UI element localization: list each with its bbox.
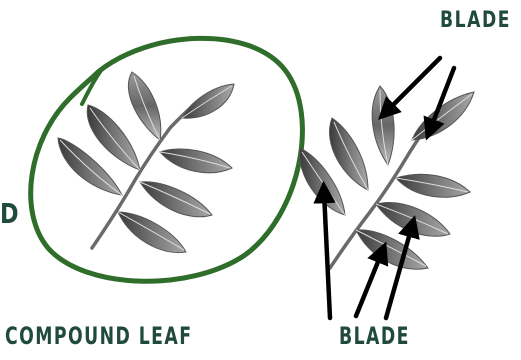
left-leaflet-6	[140, 182, 212, 217]
left-leaflet-2	[87, 105, 140, 170]
right-leaflet-3	[372, 86, 394, 165]
left-leaflet-4	[182, 84, 234, 118]
arrow-bottom-2	[356, 252, 382, 316]
compound-leaf-label: COMPOUND LEAF	[5, 324, 192, 348]
right-leaflet-7	[356, 230, 428, 269]
left-leaflet-7	[118, 212, 186, 253]
arrow-top-left	[386, 58, 440, 112]
left-leaflet-3	[128, 72, 160, 140]
cropped-label-fragment: D	[0, 200, 20, 228]
arrow-bottom-1	[324, 192, 330, 318]
left-leaflet-5	[160, 149, 232, 173]
right-leaflet-5	[396, 174, 470, 197]
blade-label-top: BLADE	[440, 10, 511, 32]
blade-label-bottom: BLADE	[339, 324, 410, 348]
right-leaflet-6	[376, 203, 450, 237]
right-leaflet-2	[330, 118, 368, 190]
